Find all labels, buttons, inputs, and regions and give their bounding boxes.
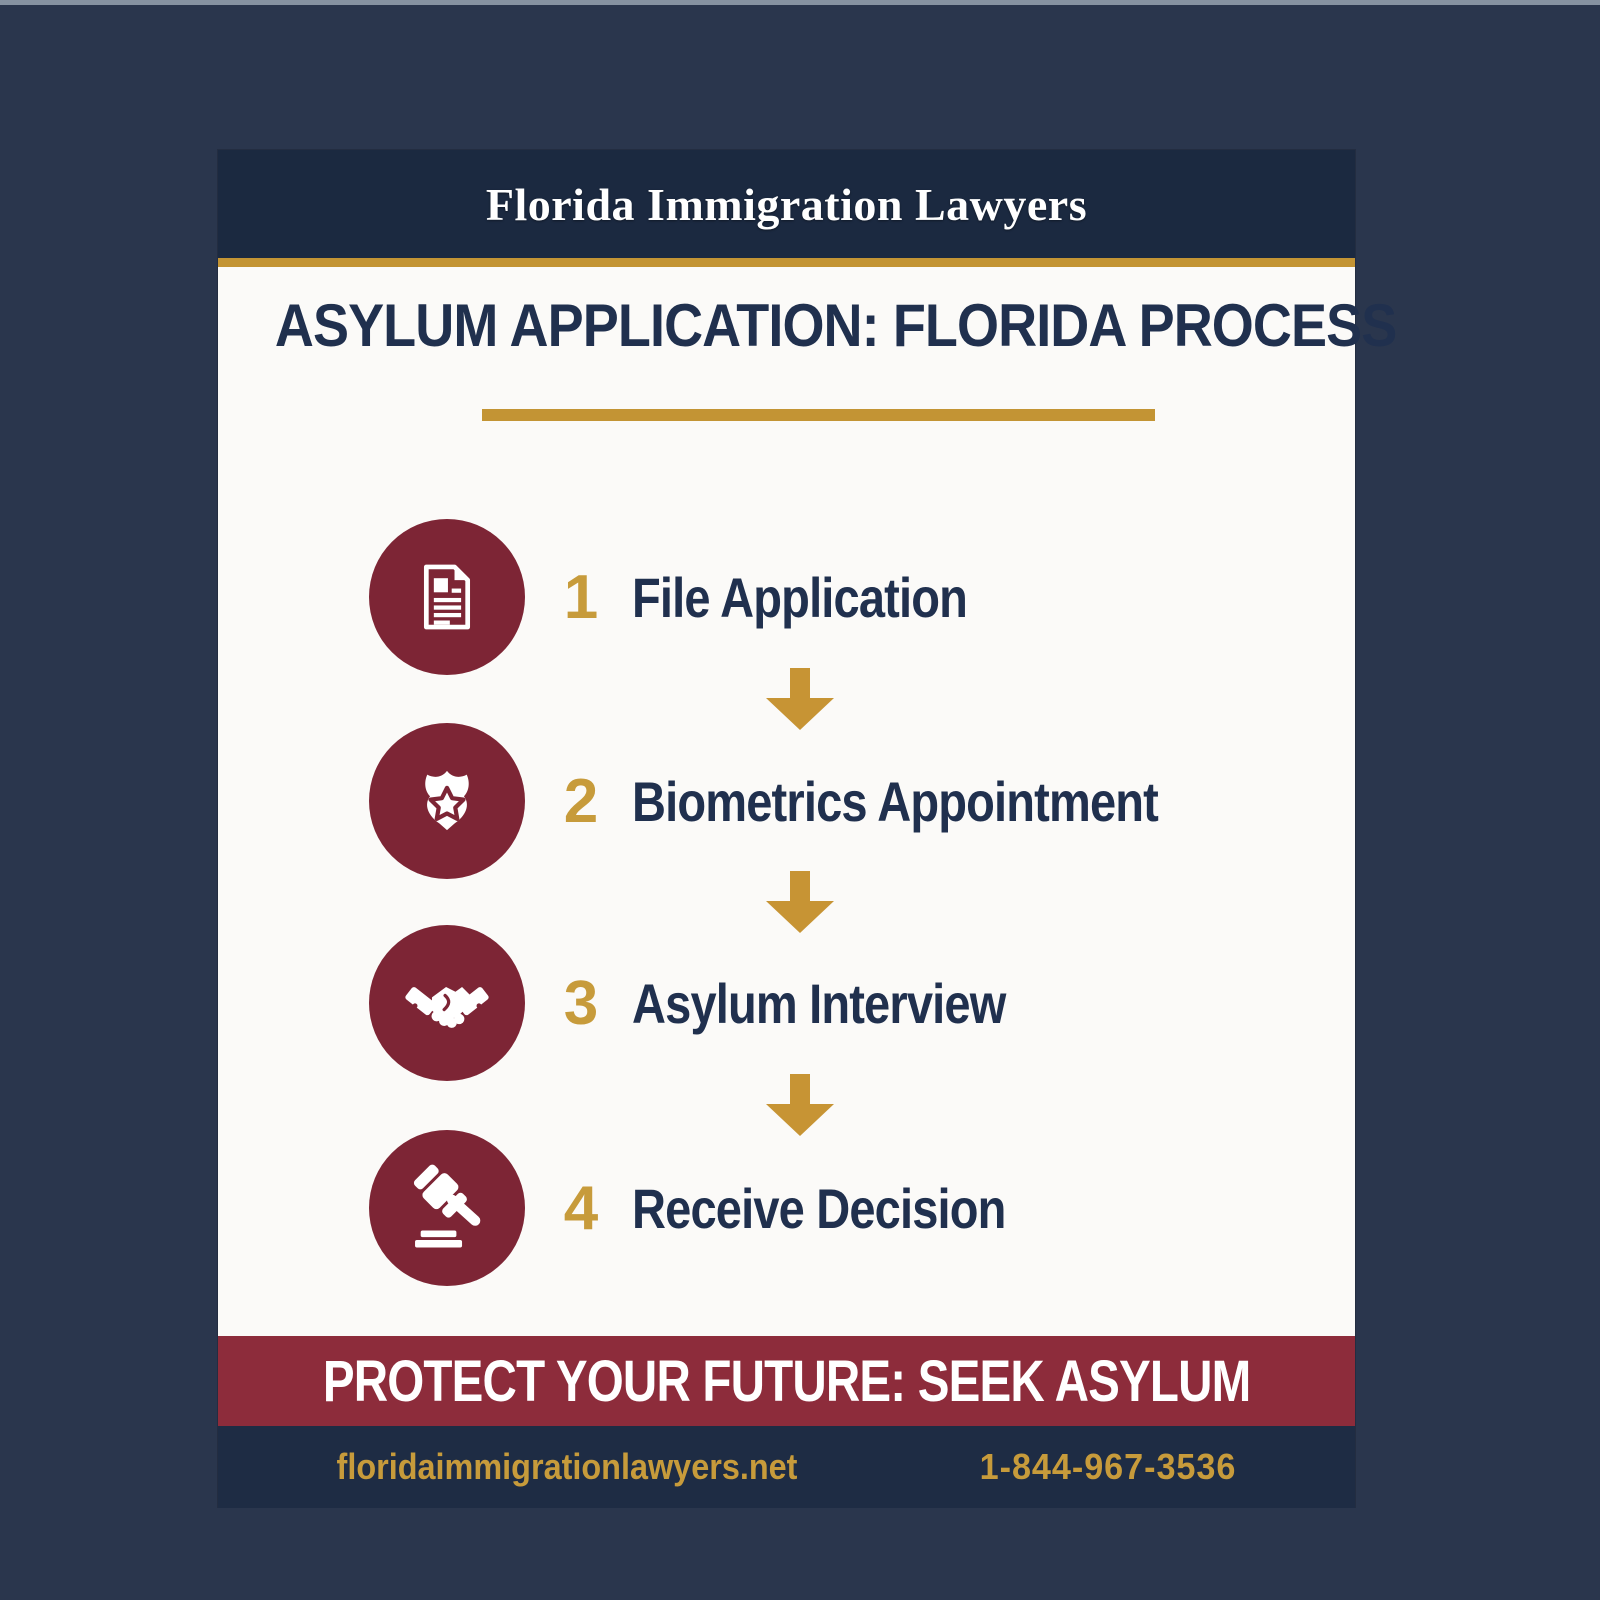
- cta-banner: PROTECT YOUR FUTURE: SEEK ASYLUM: [218, 1336, 1355, 1426]
- step-label: File Application: [632, 565, 968, 629]
- step-row-biometrics: 2 Biometrics Appointment: [218, 723, 1355, 879]
- step-number: 2: [563, 766, 599, 836]
- process-body: ASYLUM APPLICATION: FLORIDA PROCESS: [218, 267, 1397, 1336]
- gavel-icon: [369, 1130, 525, 1286]
- handshake-icon: [369, 925, 525, 1081]
- gold-divider: [218, 258, 1355, 267]
- top-edge-highlight: [0, 0, 1600, 5]
- badge-icon: [369, 723, 525, 879]
- step-number: 4: [563, 1173, 599, 1243]
- cta-text: PROTECT YOUR FUTURE: SEEK ASYLUM: [322, 1348, 1251, 1414]
- arrow-down-icon: [766, 1074, 834, 1136]
- document-icon: [369, 519, 525, 675]
- brand-title: Florida Immigration Lawyers: [485, 178, 1088, 230]
- arrow-down-icon: [766, 871, 834, 933]
- step-number: 3: [563, 968, 599, 1038]
- step-row-decision: 4 Receive Decision: [218, 1130, 1355, 1286]
- page-title: ASYLUM APPLICATION: FLORIDA PROCESS: [274, 292, 1397, 359]
- title-underline: [482, 409, 1155, 421]
- step-number: 1: [563, 562, 599, 632]
- infographic-card: Florida Immigration Lawyers ASYLUM APPLI…: [218, 150, 1397, 1508]
- step-label: Biometrics Appointment: [632, 769, 1159, 833]
- phone-text: 1-844-967-3536: [979, 1446, 1237, 1487]
- footer-band: floridaimmigrationlawyers.net 1-844-967-…: [218, 1426, 1355, 1508]
- step-row-interview: 3 Asylum Interview: [218, 925, 1355, 1081]
- website-text: floridaimmigrationlawyers.net: [336, 1446, 798, 1487]
- header-band: Florida Immigration Lawyers: [218, 150, 1355, 258]
- step-label: Receive Decision: [632, 1176, 1006, 1240]
- step-label: Asylum Interview: [632, 971, 1006, 1035]
- step-row-file-application: 1 File Application: [218, 519, 1355, 675]
- arrow-down-icon: [766, 668, 834, 730]
